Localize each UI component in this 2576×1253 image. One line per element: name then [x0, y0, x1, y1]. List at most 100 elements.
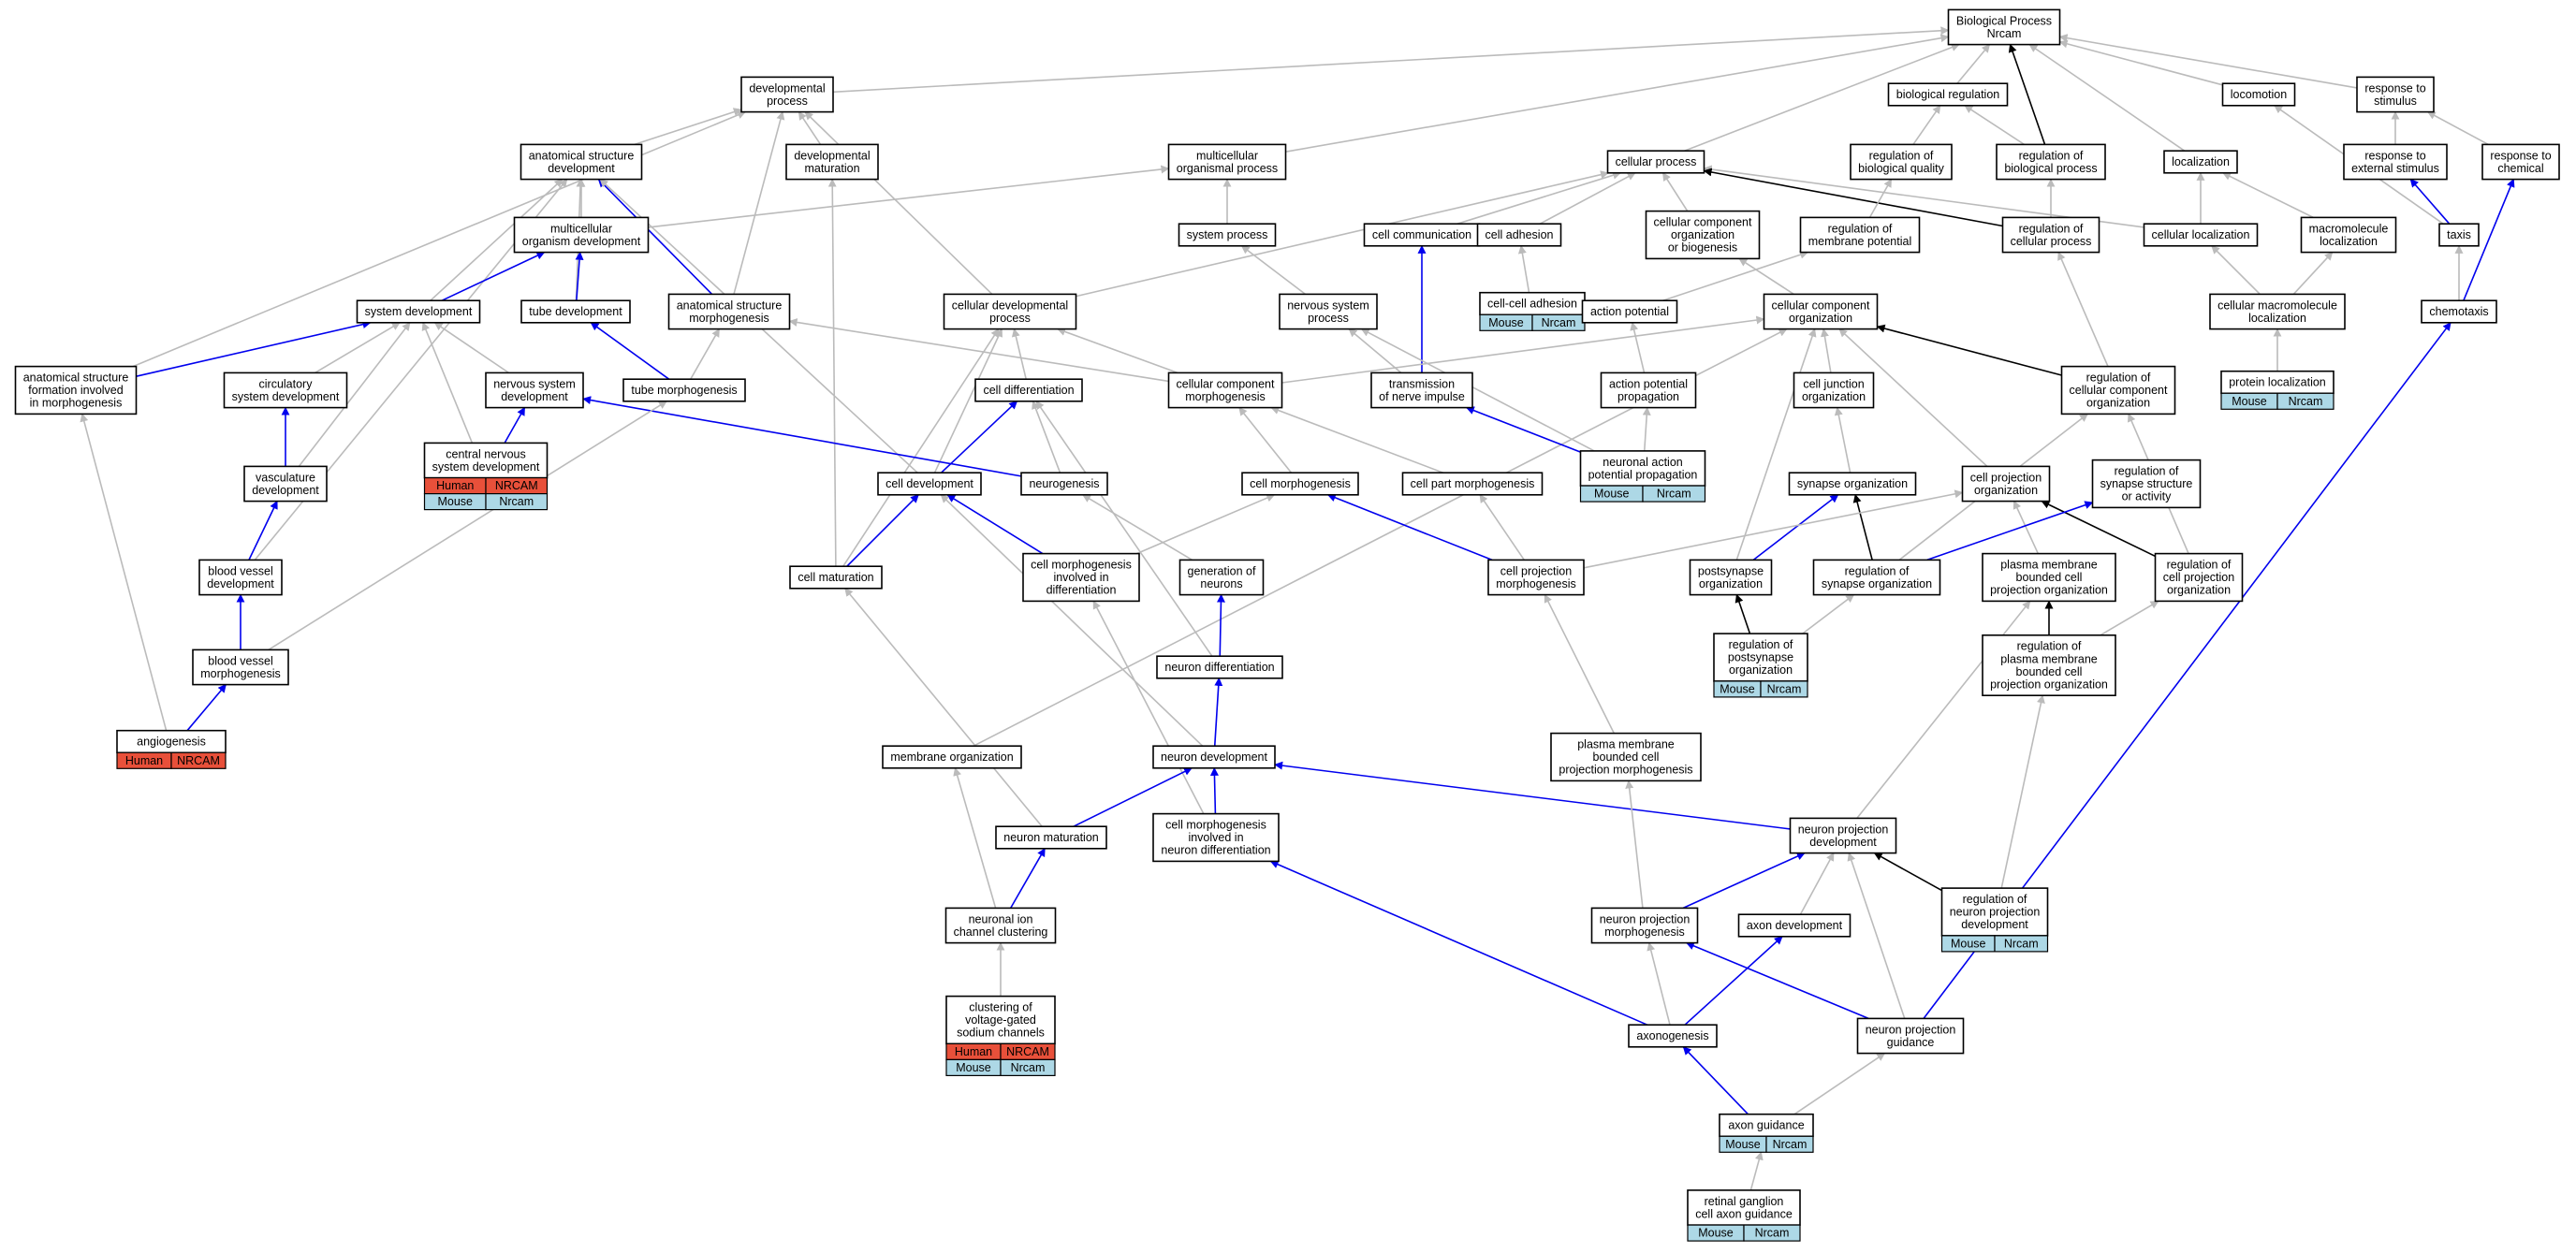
term-node-axon-dev[interactable]: axon development [1737, 913, 1852, 938]
term-label-line: chemical [2497, 162, 2543, 175]
term-node-mem-org[interactable]: membrane organization [882, 745, 1022, 769]
term-node-sys-proc[interactable]: system process [1178, 223, 1277, 247]
term-node-cell-adh[interactable]: cell adhesion [1476, 223, 1562, 247]
term-label-line: cell axon guidance [1695, 1207, 1793, 1220]
term-node-tube-dev[interactable]: tube development [520, 299, 631, 324]
term-label-line: transmission [1389, 377, 1455, 390]
term-node-cell-morph[interactable]: cell morphogenesis [1241, 472, 1359, 496]
term-node-syn-org[interactable]: synapse organization [1788, 472, 1917, 496]
term-node-tube-morph[interactable]: tube morphogenesis [622, 378, 746, 402]
term-box [1167, 372, 1283, 409]
term-label-line: action potential [1590, 305, 1669, 318]
term-node-cell-diff[interactable]: cell differentiation [974, 378, 1083, 402]
edge-is_a-neurogenesis-to-cell_diff [1032, 400, 1061, 474]
term-node-cell-proc[interactable]: cellular process [1606, 150, 1705, 174]
term-label-line: process [767, 95, 808, 108]
term-node-neur-diff[interactable]: neuron differentiation [1156, 655, 1283, 679]
term-node-cell-comm[interactable]: cell communication [1363, 223, 1481, 247]
term-label-line: neuronal ion [969, 912, 1033, 925]
term-node-cp-morph[interactable]: cell part morphogenesis [1401, 472, 1544, 496]
term-node-cell-devel[interactable]: cell development [877, 472, 982, 496]
mouse-annotation-cell [1994, 935, 2049, 953]
term-node-taxis[interactable]: taxis [2438, 223, 2480, 247]
edge-part_of-axon_guid-to-axonogenesis [1682, 1046, 1749, 1115]
term-node-reg-postsyn[interactable]: regulation ofpostsynapseorganizationMous… [1713, 633, 1808, 698]
term-node-action-pot[interactable]: action potential [1581, 299, 1678, 324]
term-node-cell-loc[interactable]: cellular localization [2143, 223, 2259, 247]
edge-is_a-resp_chem-to-resp_stim [2426, 110, 2489, 146]
term-node-neur-mat[interactable]: neuron maturation [995, 825, 1107, 850]
term-box [1156, 655, 1283, 679]
term-node-locomotion[interactable]: locomotion [2221, 82, 2296, 107]
edge-is_a-cns_dev-to-sys_dev [421, 321, 474, 444]
term-node-neurogenesis[interactable]: neurogenesis [1020, 472, 1108, 496]
term-node-sys-dev[interactable]: system development [356, 299, 481, 324]
term-node-axonogenesis[interactable]: axonogenesis [1628, 1024, 1718, 1048]
term-node-localization[interactable]: localization [2163, 150, 2238, 174]
term-label-line: retinal ganglion [1705, 1195, 1784, 1208]
term-label-line: organization [1802, 390, 1866, 403]
term-node-neur-dev[interactable]: neuron development [1152, 745, 1276, 769]
term-node-cell-mat[interactable]: cell maturation [789, 565, 883, 590]
term-label-line: cellular localization [2152, 228, 2250, 241]
term-node-bio-reg[interactable]: biological regulation [1887, 82, 2009, 107]
term-node-chemotaxis[interactable]: chemotaxis [2421, 299, 2497, 324]
